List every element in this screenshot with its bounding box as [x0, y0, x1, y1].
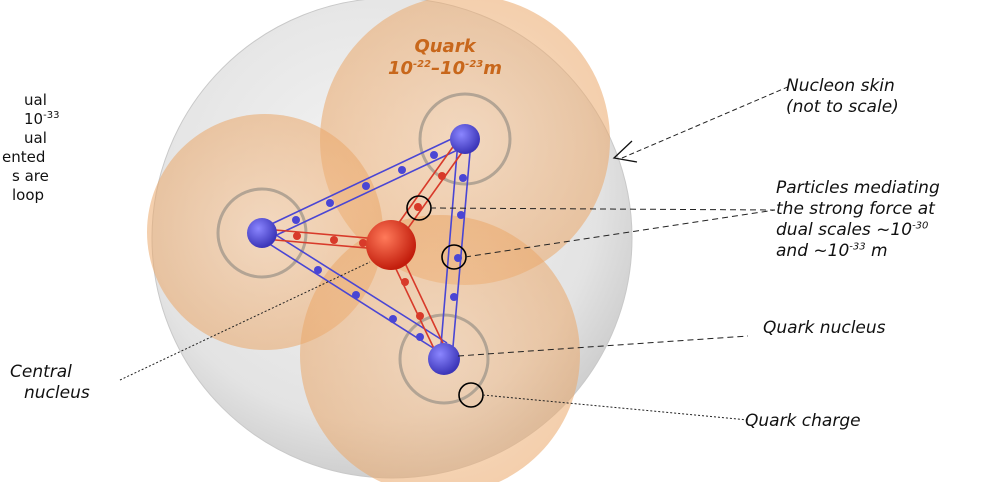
- nucleon-skin-label: Nucleon skin (not to scale): [786, 76, 976, 118]
- quark-size-range: 10-22–10-23m: [387, 58, 503, 79]
- central-nucleus-label: Central nucleus: [8, 362, 118, 404]
- left-note-line-2: 10-33: [24, 110, 60, 128]
- particles-label: Particles mediating the strong force at …: [776, 178, 986, 262]
- quark-ring-top: [418, 92, 512, 186]
- quark-charge-label: Quark charge: [745, 411, 861, 431]
- central-nucleus-label-line-1: Central: [10, 362, 72, 382]
- quark-name: Quark: [414, 36, 476, 57]
- particles-label-line-3: dual scales ~10-30: [776, 220, 929, 240]
- left-note-line-5: s are: [12, 167, 49, 185]
- blue-link-beads: [292, 151, 467, 341]
- quark-nucleus-left: [247, 218, 277, 248]
- leader-lines: [119, 85, 791, 421]
- nucleon-skin-label-line-1: Nucleon skin: [786, 76, 895, 96]
- left-note: ual 10-33 ual ented s are loop: [0, 91, 64, 205]
- nucleon-skin-label-line-2: (not to scale): [786, 97, 899, 117]
- red-link-beads: [293, 172, 446, 320]
- particles-label-line-1: Particles mediating: [776, 178, 940, 198]
- quark-nucleus-label: Quark nucleus: [763, 318, 886, 338]
- left-note-line-6: loop: [12, 186, 45, 204]
- particles-label-line-4: and ~10-33 m: [776, 241, 888, 261]
- blue-gluon-links: [259, 133, 472, 359]
- particles-label-line-2: the strong force at: [776, 199, 935, 219]
- left-note-line-4: ented: [2, 148, 46, 166]
- quark-size-label: Quark 10-22–10-23m: [345, 36, 545, 80]
- quark-nucleus-top: [450, 124, 480, 154]
- left-note-line-1: ual: [24, 91, 47, 109]
- quark-nucleus-bottom: [428, 343, 460, 375]
- central-nucleus-label-line-2: nucleus: [24, 383, 90, 403]
- central-nucleus: [366, 220, 416, 270]
- left-note-line-3: ual: [24, 129, 47, 147]
- skin-arrowhead: [612, 140, 638, 163]
